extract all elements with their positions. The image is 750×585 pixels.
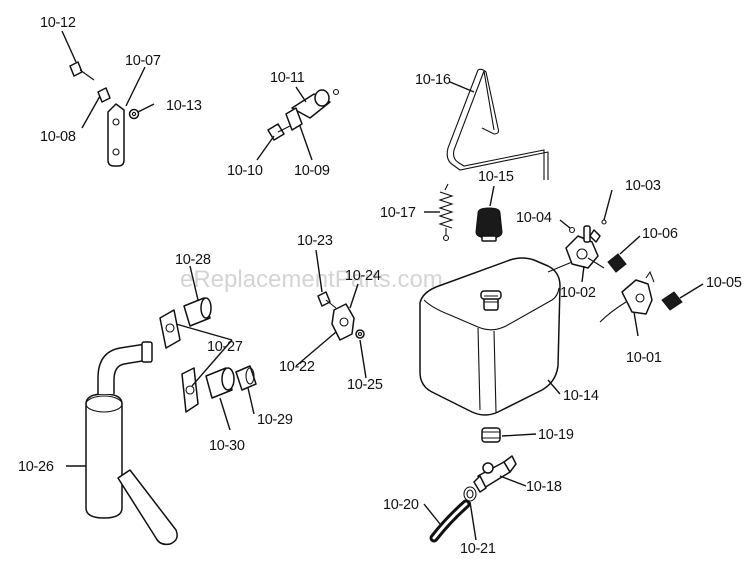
throttle-control-part — [547, 219, 607, 273]
spacer-part — [267, 88, 340, 141]
knob-part-10-05 — [661, 291, 683, 311]
callout-10-06: 10-06 — [642, 226, 678, 242]
fuel-cap-part — [475, 207, 503, 242]
callout-10-09: 10-09 — [294, 163, 330, 179]
callout-10-18: 10-18 — [526, 479, 562, 495]
callout-10-29: 10-29 — [257, 412, 293, 428]
callout-10-17: 10-17 — [380, 205, 416, 221]
callout-10-11: 10-11 — [270, 70, 305, 86]
knob-part-10-06 — [607, 253, 627, 273]
muffler-spacer-10-28 — [183, 297, 212, 327]
leader-lines — [61, 30, 704, 541]
callout-10-24: 10-24 — [345, 268, 381, 284]
link-part — [317, 291, 365, 341]
fuel-line-part — [429, 499, 471, 543]
callout-10-30: 10-30 — [209, 438, 245, 454]
callout-10-28: 10-28 — [175, 252, 211, 268]
callout-10-03: 10-03 — [625, 178, 661, 194]
nut-part-10-13 — [128, 108, 140, 120]
callout-10-16: 10-16 — [415, 72, 451, 88]
callout-10-23: 10-23 — [297, 233, 333, 249]
bolt-part-10-12 — [69, 61, 95, 81]
watermark: eReplacementParts.com — [180, 266, 443, 293]
callout-10-05: 10-05 — [706, 275, 742, 291]
fuel-tank-part — [419, 257, 561, 416]
callout-10-25: 10-25 — [347, 377, 383, 393]
callout-10-02: 10-02 — [560, 285, 596, 301]
callout-10-07: 10-07 — [125, 53, 161, 69]
muffler-nut-10-29 — [235, 365, 257, 391]
callout-10-26: 10-26 — [18, 459, 54, 475]
callout-10-08: 10-08 — [40, 129, 76, 145]
muffler-part — [85, 341, 178, 546]
callout-10-20: 10-20 — [383, 497, 419, 513]
callout-labels: 10-12 10-07 10-13 10-08 10-11 10-10 10-0… — [18, 15, 742, 557]
fitting-part — [481, 427, 501, 443]
gasket-part — [159, 309, 199, 413]
callout-10-01: 10-01 — [626, 350, 662, 366]
mounting-bracket-part — [97, 87, 125, 167]
callout-10-04: 10-04 — [516, 210, 552, 226]
callout-10-10: 10-10 — [227, 163, 263, 179]
wire-bracket-part — [446, 68, 549, 180]
callout-10-27: 10-27 — [207, 339, 243, 355]
muffler-spacer-10-30 — [205, 367, 235, 399]
lever-control-part — [599, 270, 655, 323]
spring-part — [438, 183, 454, 242]
callout-10-14: 10-14 — [563, 388, 599, 404]
callout-10-22: 10-22 — [279, 359, 315, 375]
callout-10-15: 10-15 — [478, 169, 514, 185]
callout-10-19: 10-19 — [538, 427, 574, 443]
callout-10-12: 10-12 — [40, 15, 76, 31]
hose-clamp-part — [463, 486, 477, 502]
shutoff-valve-part — [473, 455, 517, 493]
callout-10-21: 10-21 — [460, 541, 496, 557]
callout-10-13: 10-13 — [166, 98, 202, 114]
